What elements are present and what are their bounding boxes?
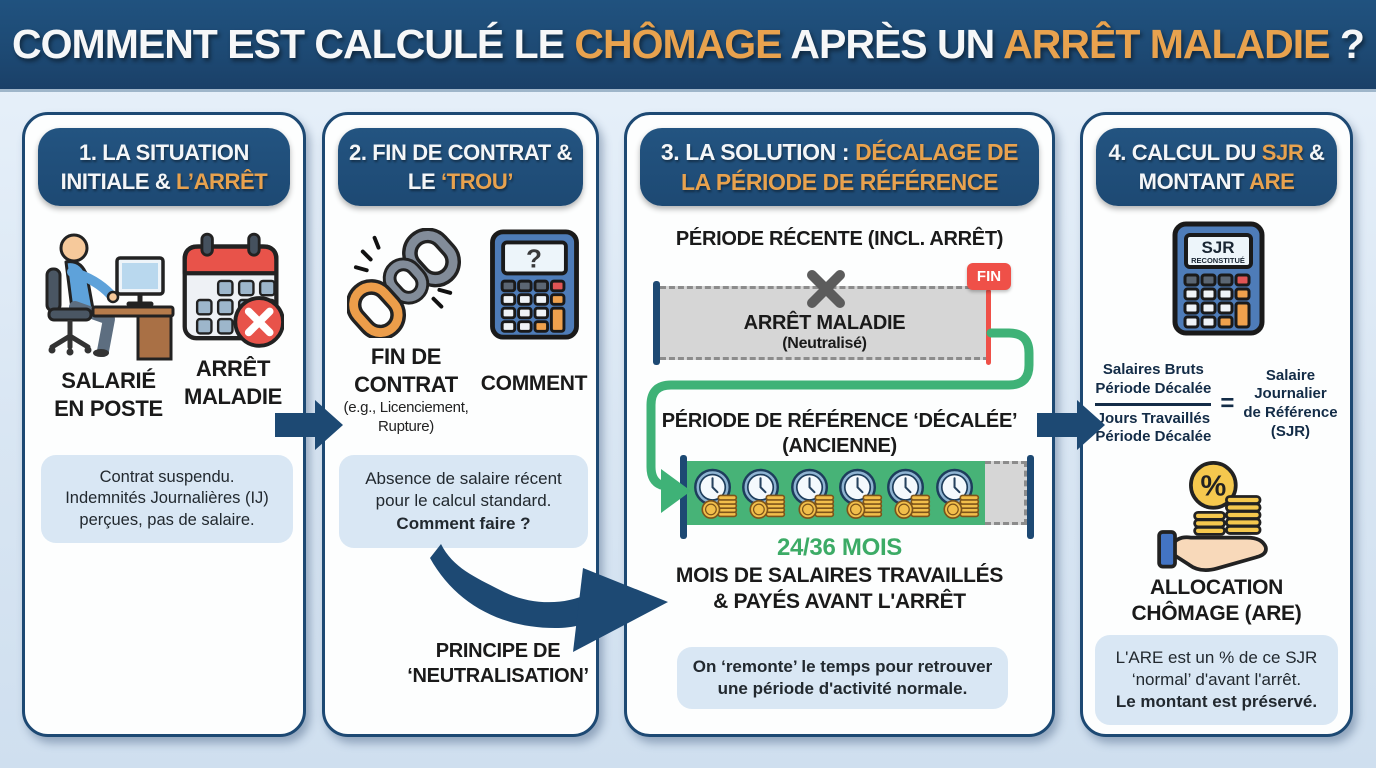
- fin-marker-pole: [986, 289, 991, 365]
- panel-2-note: Absence de salaire récent pour le calcul…: [339, 455, 588, 548]
- reference-bar-gray-tail: [985, 461, 1027, 525]
- panel-1-title-text: 1. LA SITUATION INITIALE &: [60, 139, 250, 194]
- panel-fin-de-contrat: 2. FIN DE CONTRAT & LE ‘TROU’ ?: [322, 112, 599, 737]
- month-salary-icon: [839, 468, 883, 519]
- panel-4-note-bold: Le montant est préservé.: [1115, 692, 1318, 712]
- panel-calcul-sjr: 4. CALCUL DU SJR & MONTANT ARE SJR RECON…: [1080, 112, 1353, 737]
- month-salary-icon: [742, 468, 786, 519]
- panel-2-title-accent: ‘TROU’: [440, 169, 514, 194]
- month-salary-icon: [694, 468, 738, 519]
- chain-sub-label: (e.g., Licenciement, Rupture): [343, 399, 469, 435]
- recent-period-label: PÉRIODE RÉCENTE (INCL. ARRÊT): [675, 228, 1004, 250]
- allocation-label: ALLOCATION CHÔMAGE (ARE): [1131, 576, 1302, 626]
- panel-situation-initiale: 1. LA SITUATION INITIALE & L’ARRÊT: [22, 112, 306, 737]
- formula-numerator: Salaires Bruts Période Décalée: [1095, 361, 1212, 397]
- percent-symbol: %: [1200, 471, 1226, 503]
- panel-4-note: L'ARE est un % de ce SJR ‘normal’ d'avan…: [1095, 635, 1338, 725]
- equals-sign: =: [1220, 390, 1235, 417]
- calc-screen-question: ?: [526, 244, 542, 274]
- fraction-bar: [1095, 402, 1212, 406]
- timeline-left-cap: [653, 281, 660, 365]
- panel-1-note: Contrat suspendu. Indemnités Journalière…: [41, 455, 293, 543]
- month-salary-icon: [935, 468, 979, 519]
- reference-bar-left-cap: [680, 455, 687, 539]
- page-title: COMMENT EST CALCULÉ LE CHÔMAGE APRÈS UN …: [12, 21, 1365, 68]
- months-count-label: 24/36 MOIS: [776, 534, 903, 561]
- panel-4-title-accent-sjr: SJR: [1261, 139, 1304, 165]
- sjr-formula: Salaires Bruts Période Décalée Jours Tra…: [1083, 361, 1350, 447]
- panel-2-title: 2. FIN DE CONTRAT & LE ‘TROU’: [338, 128, 583, 206]
- panel-4-title-accent-are: ARE: [1249, 169, 1295, 194]
- header-banner: COMMENT EST CALCULÉ LE CHÔMAGE APRÈS UN …: [0, 0, 1376, 92]
- neutralized-bar-label: ARRÊT MALADIE: [743, 312, 906, 334]
- reference-bar-right-cap: [1027, 455, 1034, 539]
- title-accent-chomage: CHÔMAGE: [574, 21, 782, 67]
- month-salary-icon: [790, 468, 834, 519]
- title-part: ?: [1329, 21, 1365, 67]
- neutralized-bar-sublabel: (Neutralisé): [782, 335, 867, 352]
- calc-label: COMMENT: [480, 372, 588, 395]
- reference-bar: [687, 461, 985, 525]
- panel-2-note-bold: Comment faire ?: [396, 513, 531, 533]
- panel-2-title-text: 2. FIN DE CONTRAT & LE: [349, 139, 572, 194]
- panel-3-note: On ‘remonte’ le temps pour retrouver une…: [677, 647, 1008, 709]
- panel-4-title-text: & MONTANT: [1138, 139, 1325, 194]
- panel-4-title: 4. CALCUL DU SJR & MONTANT ARE: [1096, 128, 1337, 206]
- benefit-hand-icon: %: [1157, 461, 1268, 572]
- panel-3-title-accent: DÉCALAGE DE LA PÉRIODE DE RÉFÉRENCE: [680, 138, 1019, 195]
- title-part: COMMENT EST CALCULÉ LE: [12, 21, 575, 67]
- question-calculator-icon: ?: [490, 229, 579, 340]
- chain-label: FIN DE CONTRAT: [354, 344, 458, 397]
- calc-screen-reconstitue: RECONSTITUÉ: [1191, 256, 1245, 265]
- panel-1-title-accent: L’ARRÊT: [176, 169, 268, 194]
- worker-desk-icon: [45, 233, 175, 361]
- month-salary-icon: [887, 468, 931, 519]
- panel-1-title: 1. LA SITUATION INITIALE & L’ARRÊT: [38, 128, 290, 206]
- panel-solution-decalage: 3. LA SOLUTION : DÉCALAGE DE LA PÉRIODE …: [624, 112, 1055, 737]
- shifted-period-label: PÉRIODE DE RÉFÉRENCE ‘DÉCALÉE’ (ANCIENNE…: [661, 410, 1018, 457]
- panel-2-note-text: Absence de salaire récent pour le calcul…: [365, 469, 562, 511]
- panel-3-title-text: 3. LA SOLUTION :: [660, 138, 856, 165]
- formula-result: Salaire Journalier de Référence (SJR): [1243, 366, 1338, 440]
- sjr-calculator-icon: SJR RECONSTITUÉ: [1172, 221, 1265, 336]
- panel-4-title-text: 4. CALCUL DU: [1108, 139, 1262, 165]
- title-accent-arret: ARRÊT MALADIE: [1003, 21, 1330, 67]
- broken-chain-icon: [347, 228, 462, 338]
- months-sub-label: MOIS DE SALAIRES TRAVAILLÉS & PAYÉS AVAN…: [675, 564, 1004, 614]
- calc-screen-sjr: SJR: [1201, 238, 1234, 257]
- worker-label: SALARIÉ EN POSTE: [54, 368, 163, 421]
- panel-4-note-text: L'ARE est un % de ce SJR ‘normal’ d'avan…: [1115, 647, 1318, 689]
- formula-denominator: Jours Travaillés Période Décalée: [1095, 409, 1212, 446]
- fin-flag: FIN: [967, 263, 1011, 290]
- title-part: APRÈS UN: [781, 21, 1004, 67]
- principle-label: PRINCIPE DE ‘NEUTRALISATION’: [407, 640, 589, 687]
- sick-label: ARRÊT MALADIE: [183, 356, 283, 409]
- sick-calendar-icon: [182, 232, 284, 348]
- formula-fraction: Salaires Bruts Période Décalée Jours Tra…: [1095, 361, 1212, 447]
- panel-3-title: 3. LA SOLUTION : DÉCALAGE DE LA PÉRIODE …: [640, 128, 1039, 206]
